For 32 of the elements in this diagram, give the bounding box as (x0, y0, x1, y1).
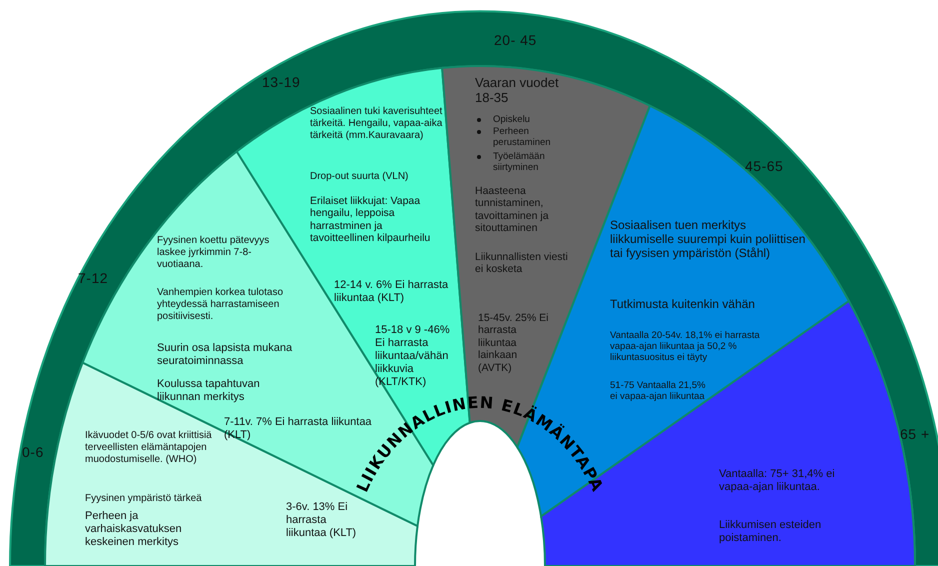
age-label: 20- 45 (494, 32, 537, 48)
sector-text: 15-18 v 9 -46% Ei harrasta liikuntaa/vähän liikkuvia (KLT/KTK) (375, 324, 451, 389)
bullet-item: Perheen perustaminen (493, 126, 552, 148)
sector-text: Vanhempien korkea tulotaso yhteydessä harrastamiseen positiivisesti. (157, 287, 284, 322)
sector-heading: Vaaran vuodet 18-35 (475, 75, 560, 106)
sector-text: 51-75 Vantaalla 21,5% ei vapaa-ajan liikuntaa (610, 380, 706, 402)
sector-text: Suurin osa lapsista mukana seuratoiminnassa (157, 342, 294, 368)
sector-text: 3-6v. 13% Ei harrasta liikuntaa (KLT) (286, 501, 358, 540)
bullet-item: Opiskelu (493, 114, 531, 126)
age-label: 45-65 (745, 158, 784, 174)
age-label: 0-6 (22, 444, 44, 460)
sector-text: Koulussa tapahtuvan liikunnan merkitys (157, 378, 261, 404)
sector-text: Vantaalla 20-54v. 18,1% ei harrasta vapaa-ajan liikuntaa ja 50,2 % liikuntasuositus ei täyty (610, 330, 761, 364)
age-label: 13-19 (262, 74, 300, 90)
sector-text: Liikunnallisten viesti ei kosketa (475, 251, 569, 276)
sector-text: Fyysinen koettu pätevyys laskee jyrkimmin 7-8-vuotiaana. (157, 235, 270, 270)
bullet-item: Työelämään siirtyminen (493, 151, 546, 174)
sector-text: Ikävuodet 0-5/6 ovat kriittisiä terveellisten elämäntapojen muodostumiselle. (WHO) (85, 430, 213, 466)
sector-text: Erilaiset liikkujat: Vapaa hengailu, leppoisa harrastminen ja tavoitteellinen kilpaurheilu (310, 195, 432, 244)
sector-text: Sosiaalisen tuen merkitys liikkumiselle suurempi kuin poliittisen tai fyysisen ympäristön (Ståhl) (610, 218, 806, 260)
age-label: 65 + (900, 426, 930, 442)
sector-text: Sosiaalinen tuki kaverisuhteet tärkeitä. Hengailu, vapaa-aika tärkeitä (mm.Kauravaara) (310, 106, 444, 142)
sector-text: Fyysinen ympäristö tärkeä (85, 493, 203, 505)
sector-text: Perheen ja varhaiskasvatuksen keskeinen merkitys (85, 510, 183, 549)
sector-text: 15-45v. 25% Ei harrasta liikuntaa lainkaan (AVTK) (478, 312, 550, 374)
sector-text: 12-14 v. 6% Ei harrasta liikuntaa (KLT) (334, 279, 449, 305)
sector-text: Liikkumisen esteiden poistaminen. (719, 519, 822, 545)
sector-text: Drop-out suurta (VLN) (310, 171, 410, 183)
sector-text: Tutkimusta kuitenkin vähän (610, 297, 756, 312)
age-label: 7-12 (78, 270, 108, 286)
sector-text: Haasteena tunnistaminen, tavoittaminen ja sitouttaminen (475, 185, 550, 234)
sector-text: Vantaalla: 75+ 31,4% ei vapaa-ajan liikuntaa. (719, 468, 836, 494)
